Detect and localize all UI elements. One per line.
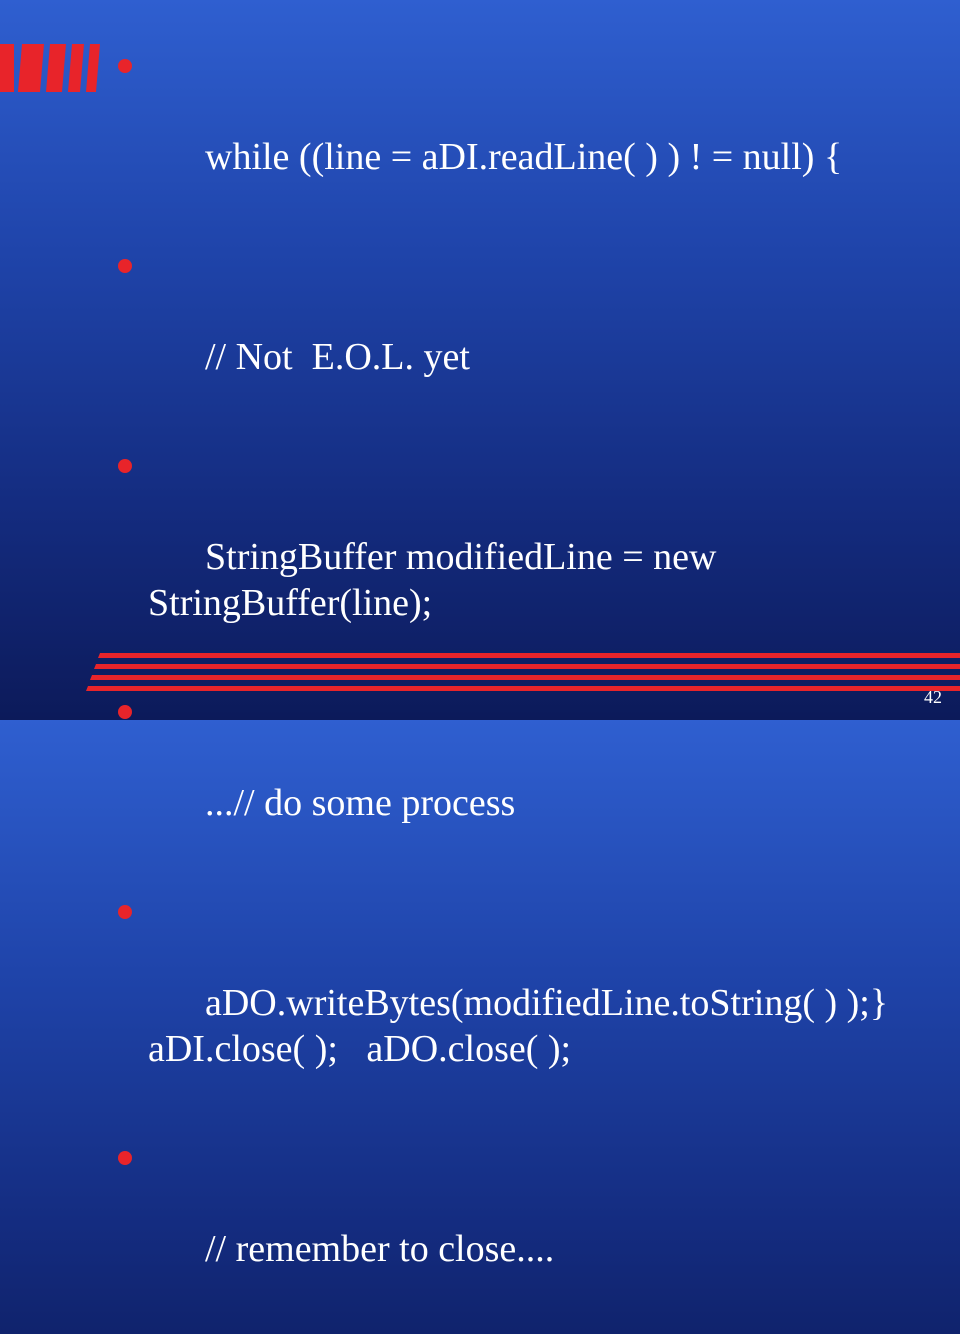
bullet-text: aDO.writeBytes(modifiedLine.toString( ) …	[148, 982, 917, 1070]
bullet-dot-icon	[118, 259, 132, 273]
bullet-item: aDO.writeBytes(modifiedLine.toString( ) …	[114, 888, 934, 1118]
bullet-text: while ((line = aDI.readLine( ) ) ! = nul…	[205, 136, 843, 178]
bullet-dot-icon	[118, 59, 132, 73]
bullet-dot-icon	[118, 1151, 132, 1165]
bullet-dot-icon	[118, 459, 132, 473]
bullet-text: StringBuffer modifiedLine = new StringBu…	[148, 536, 726, 624]
red-bar-decoration	[0, 44, 100, 92]
bullet-dot-icon	[118, 705, 132, 719]
page-number: 42	[924, 687, 942, 707]
bullet-item: StringBuffer modifiedLine = new StringBu…	[114, 442, 934, 672]
bullet-item: while ((line = aDI.readLine( ) ) ! = nul…	[114, 42, 934, 226]
bullet-text: ...// do some process	[205, 782, 516, 824]
bullet-item: // Not E.O.L. yet	[114, 242, 934, 426]
bullet-text: // remember to close....	[205, 1228, 555, 1270]
slide: while ((line = aDI.readLine( ) ) ! = nul…	[0, 42, 960, 1165]
bullet-item: ...// do some process	[114, 688, 934, 872]
bottom-red-lines-decoration	[86, 653, 960, 691]
bullet-item: // remember to close....	[114, 1134, 934, 1318]
bullet-text: // Not E.O.L. yet	[205, 336, 470, 378]
bullet-dot-icon	[118, 905, 132, 919]
